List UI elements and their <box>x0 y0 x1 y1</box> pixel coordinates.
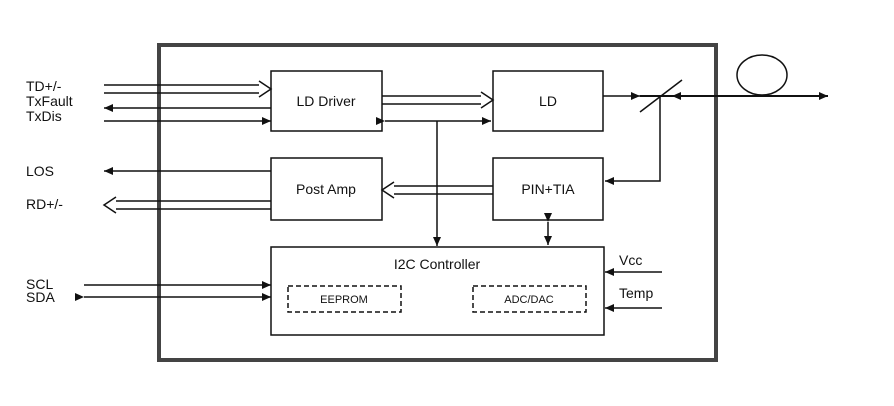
ld-label: LD <box>539 93 557 109</box>
vcc-label: Vcc <box>619 252 642 268</box>
eeprom-block: EEPROM <box>287 285 402 313</box>
driver-to-ld-bus-arrow <box>382 91 495 109</box>
ld-driver-block: LD Driver <box>270 70 383 132</box>
scl-label: SCL <box>26 276 53 292</box>
txfault-label: TxFault <box>26 93 73 109</box>
fiber-loop <box>736 54 788 96</box>
rd-label: RD+/- <box>26 196 63 212</box>
i2c-controller-block: I2C Controller <box>270 246 605 336</box>
adc-dac-label: ADC/DAC <box>504 294 554 306</box>
temp-label: Temp <box>619 285 653 301</box>
post-amp-label: Post Amp <box>296 181 356 197</box>
adc-dac-block: ADC/DAC <box>472 285 587 313</box>
pin-to-postamp-bus-arrow <box>380 181 493 199</box>
splitter-to-pin-arrow <box>605 96 661 185</box>
ld-driver-label: LD Driver <box>296 93 355 109</box>
rd-bus-arrow <box>102 196 271 214</box>
ld-block: LD <box>492 70 604 132</box>
sda-label: SDA <box>26 289 55 305</box>
pin-tia-block: PIN+TIA <box>492 157 604 221</box>
txdis-label: TxDis <box>26 108 62 124</box>
td-label: TD+/- <box>26 78 62 94</box>
eeprom-label: EEPROM <box>320 294 368 306</box>
los-label: LOS <box>26 163 54 179</box>
post-amp-block: Post Amp <box>270 157 383 221</box>
i2c-controller-label: I2C Controller <box>394 256 481 272</box>
td-bus-arrow <box>104 80 273 98</box>
pin-tia-label: PIN+TIA <box>521 181 575 197</box>
